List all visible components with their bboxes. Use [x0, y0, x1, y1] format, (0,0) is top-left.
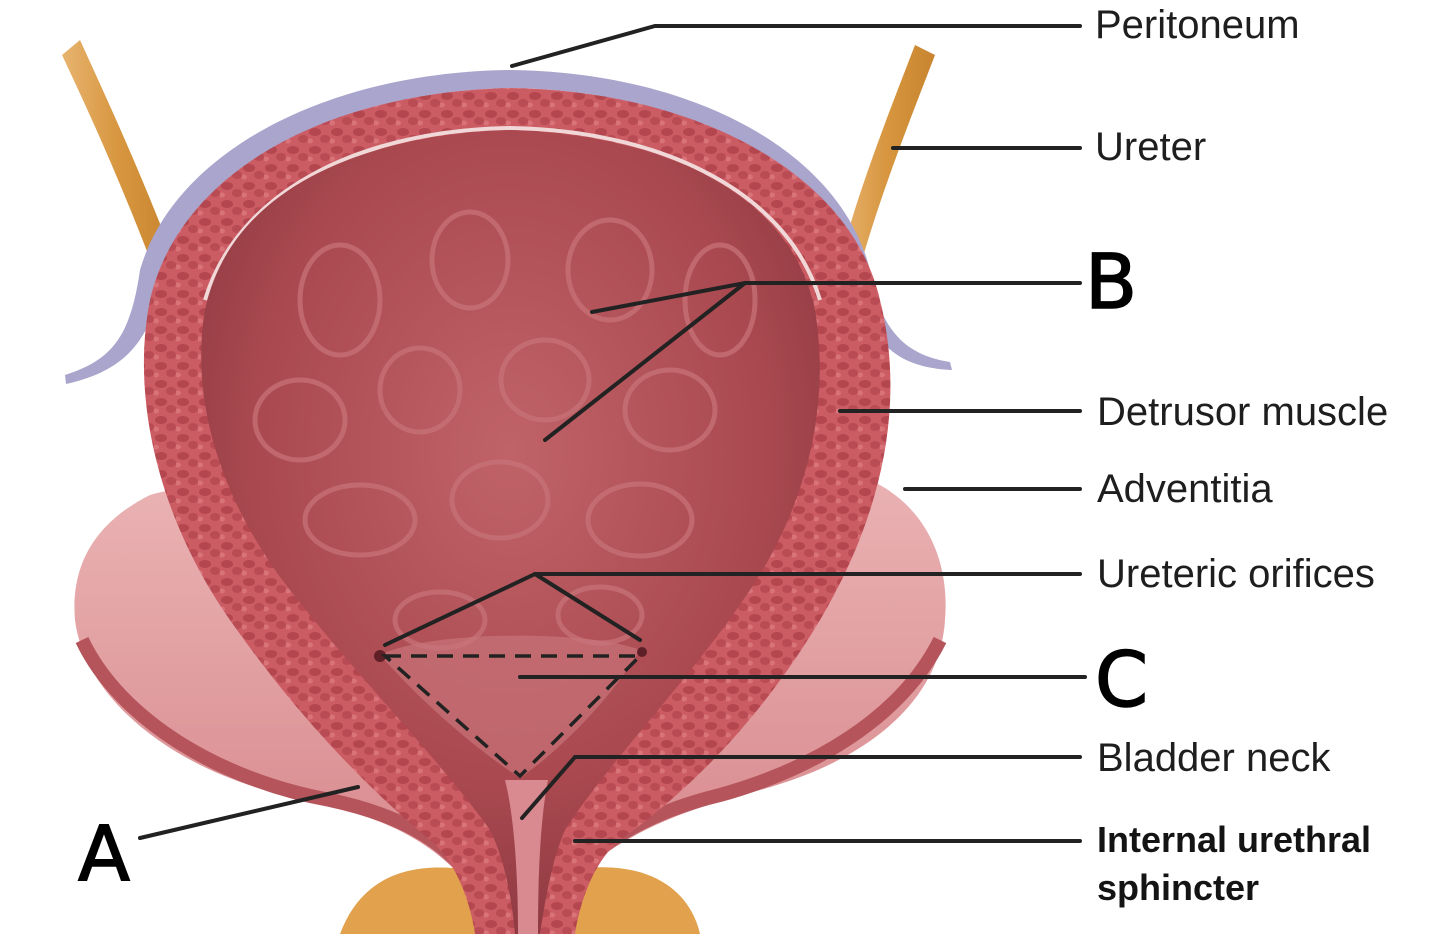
- label-sphincter: sphincter: [1097, 867, 1259, 908]
- right-ureteric-orifice: [637, 647, 647, 657]
- prostate: [340, 867, 700, 934]
- leader-lines: [138, 24, 1087, 843]
- label-a: A: [78, 809, 130, 898]
- label-detrusor: Detrusor muscle: [1097, 390, 1388, 434]
- urethra: [505, 780, 548, 934]
- label-peritoneum: Peritoneum: [1095, 3, 1300, 47]
- trigone-area: [380, 635, 640, 778]
- leader-a: [138, 785, 360, 840]
- leader-bladder-neck: [520, 755, 1082, 820]
- ureters: [62, 40, 935, 274]
- prostate-right-lobe: [570, 867, 700, 934]
- adventitia-line: [203, 125, 822, 301]
- label-ureter: Ureter: [1095, 125, 1206, 169]
- left-ureteric-orifice: [374, 650, 386, 662]
- label-bladder-neck: Bladder neck: [1097, 736, 1331, 780]
- leader-b-lower: [543, 281, 747, 442]
- prostate-left-lobe: [340, 867, 490, 934]
- label-ureteric-orifices: Ureteric orifices: [1097, 552, 1375, 596]
- leader-peritoneum: [510, 24, 1082, 68]
- trigone-dashed-outline: [380, 654, 645, 779]
- bladder-lumen: [201, 130, 820, 934]
- label-c: C: [1095, 635, 1148, 724]
- label-adventitia: Adventitia: [1097, 467, 1273, 511]
- leader-ureteric-right: [533, 572, 642, 642]
- left-ureter: [62, 40, 175, 272]
- right-ureter: [838, 45, 935, 274]
- label-internal-urethral: Internal urethral: [1097, 819, 1371, 860]
- label-b: B: [1085, 237, 1137, 326]
